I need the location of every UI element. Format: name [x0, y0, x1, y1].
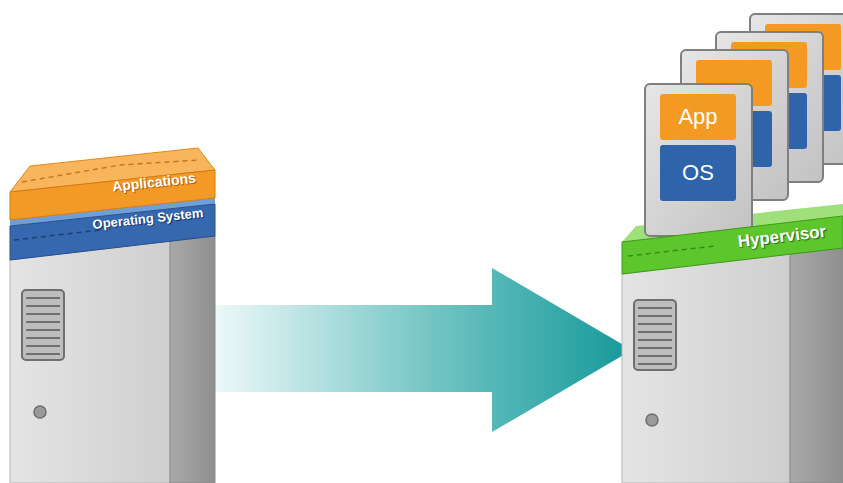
- server-vent: [634, 300, 676, 370]
- server-side: [170, 236, 215, 483]
- vm-card: [645, 84, 752, 236]
- server-side: [790, 248, 843, 483]
- slab-dash: [628, 246, 715, 256]
- slab-dash: [14, 230, 100, 240]
- server-front: [622, 254, 790, 483]
- hypervisor-slab-front: [622, 216, 843, 274]
- vent-slats: [26, 298, 60, 354]
- drive-light: [34, 406, 46, 418]
- app-block: App: [660, 94, 736, 140]
- node-label: Operating System: [92, 206, 204, 232]
- node-label: App: [678, 105, 717, 129]
- vent-slats: [638, 308, 672, 364]
- node-label: Hypervisor: [737, 223, 827, 252]
- os-block: OS: [660, 145, 736, 201]
- applications-layer: Applications: [93, 164, 215, 203]
- hypervisor-layer: Hypervisor: [721, 215, 843, 259]
- drive-light: [646, 414, 658, 426]
- migration-arrow: [215, 268, 632, 432]
- node-label: OS: [682, 161, 714, 185]
- server-vent: [22, 290, 64, 360]
- operating-system-layer: Operating System: [81, 198, 215, 240]
- node-label: Applications: [111, 171, 196, 195]
- server-front: [10, 241, 170, 483]
